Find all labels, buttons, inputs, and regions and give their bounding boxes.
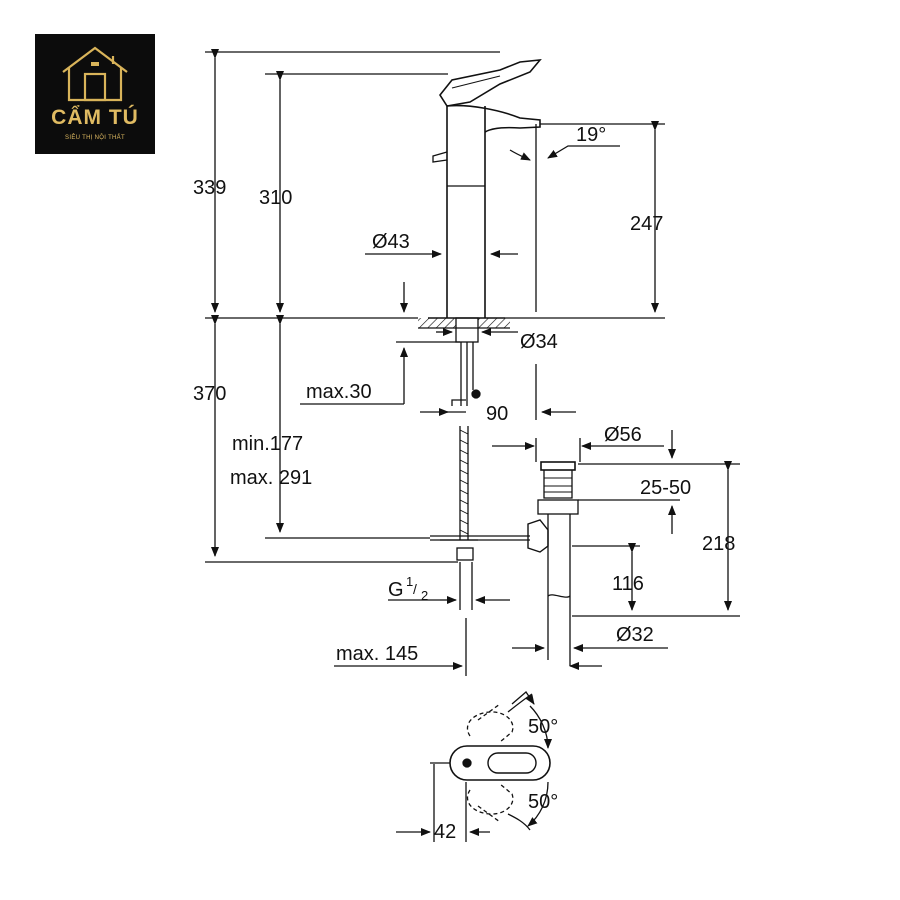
svg-text:/: / (413, 581, 417, 597)
label-max-291: max. 291 (230, 467, 312, 489)
label-max-145: max. 145 (336, 643, 418, 665)
brand-logo: CẨM TÚ SIÊU THỊ NỘI THẤT (35, 34, 155, 154)
label-370: 370 (193, 383, 226, 405)
label-310: 310 (259, 187, 292, 209)
label-spout-angle: 19° (576, 124, 606, 146)
label-max-30: max.30 (306, 381, 372, 403)
label-247: 247 (630, 213, 663, 235)
label-diameter-43: Ø43 (372, 231, 410, 253)
label-25-50: 25-50 (640, 477, 691, 499)
label-handle-angle-top: 50° (528, 716, 558, 738)
label-116: 116 (612, 573, 644, 595)
label-diameter-56: Ø56 (604, 424, 642, 446)
brand-tagline: SIÊU THỊ NỘI THẤT (65, 135, 125, 141)
label-handle-angle-bottom: 50° (528, 791, 558, 813)
label-diameter-34: Ø34 (520, 331, 558, 353)
label-min-177: min.177 (232, 433, 303, 455)
brand-name: CẨM TÚ (51, 106, 139, 129)
label-thread: G (388, 579, 404, 601)
house-icon (62, 46, 128, 102)
handle-top-view (396, 691, 552, 842)
faucet-body (428, 59, 542, 319)
label-218: 218 (702, 533, 735, 555)
counter-hatch-left (418, 318, 456, 328)
label-diameter-32: Ø32 (616, 624, 654, 646)
label-90: 90 (486, 403, 508, 425)
label-42: 42 (434, 821, 456, 843)
counter-hatch-right (478, 318, 510, 328)
label-thread-num: 1 (406, 574, 413, 589)
label-thread-den: 2 (421, 588, 428, 603)
mounting-shank (440, 317, 481, 413)
popup-waste (430, 461, 579, 618)
label-339: 339 (193, 177, 226, 199)
